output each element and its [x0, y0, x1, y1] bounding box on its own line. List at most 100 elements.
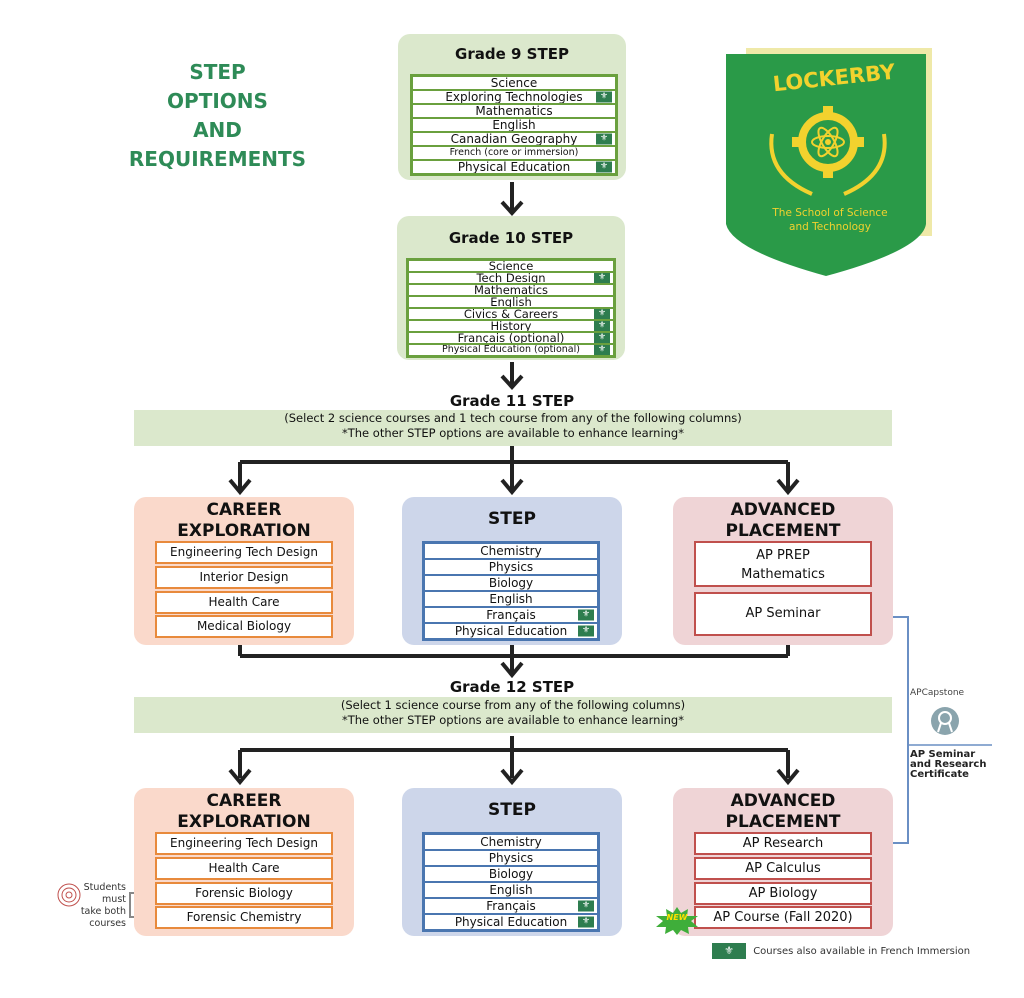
fleur-de-lis-icon: ⚜ — [578, 900, 594, 912]
grade10-course-label: Tech Design — [476, 272, 546, 284]
grade11-step-course-label: Chemistry — [480, 544, 542, 558]
legend-text: Courses also available in French Immersi… — [753, 946, 971, 957]
legend: ⚜ Courses also available in French Immer… — [712, 943, 970, 959]
grade12-step-course-row: Chemistry — [424, 834, 598, 850]
grade11-note-band: (Select 2 science courses and 1 tech cou… — [134, 410, 892, 446]
grade12-step-course-row: Français ⚜ — [424, 898, 598, 914]
grade12-ap-item: AP Biology — [694, 882, 872, 905]
grade11-step-course-label: English — [489, 592, 533, 606]
grade12-career-item: Forensic Biology — [155, 882, 333, 905]
grade9-course-row: Canadian Geography ⚜ — [412, 132, 616, 146]
grade12-step-course-row: Biology — [424, 866, 598, 882]
grade9-course-row: Mathematics — [412, 104, 616, 118]
grade12-career-item: Health Care — [155, 857, 333, 880]
grade12-step-course-label: Chemistry — [480, 835, 542, 849]
grade10-course-row: Tech Design ⚜ — [408, 272, 614, 284]
fleur-de-lis-icon: ⚜ — [578, 625, 594, 637]
grade11-step-course-label: Physics — [488, 560, 534, 574]
grade10-course-label: Science — [488, 260, 534, 272]
grade12-step-course-label: Physics — [488, 851, 534, 865]
grade12-title: Grade 12 STEP — [449, 678, 575, 696]
grade10-course-label: Physical Education (optional) — [442, 344, 580, 355]
fleur-de-lis-icon: ⚜ — [712, 943, 746, 959]
grade12-step-course-label: Physical Education — [454, 915, 568, 929]
grade9-course-row: French (core or immersion) — [412, 146, 616, 160]
grade10-course-row: Civics & Careers⚜ — [408, 308, 614, 320]
grade11-career-item: Health Care — [155, 591, 333, 614]
grade12-note-1: (Select 1 science course from any of the… — [340, 698, 686, 712]
grade10-course-row: Physical Education (optional)⚜ — [408, 344, 614, 356]
grade11-ap-heading: ADVANCED PLACEMENT — [725, 500, 841, 541]
grade11-step-course-row: English — [424, 591, 598, 607]
grade9-course-label: Science — [490, 76, 538, 90]
grade11-step-course-row: Chemistry — [424, 543, 598, 559]
grade11-step-course-row: Physics — [424, 559, 598, 575]
grade11-career-item: Medical Biology — [155, 615, 333, 638]
grade12-career-item: Forensic Chemistry — [155, 906, 333, 929]
grade11-step-course-row: Physical Education ⚜ — [424, 623, 598, 639]
grade10-course-row: History⚜ — [408, 320, 614, 332]
grade12-step-course-row: Physics — [424, 850, 598, 866]
capstone-brand: APCapstone — [910, 688, 965, 698]
grade10-course-row: Français (optional)⚜ — [408, 332, 614, 344]
grade12-ap-item: AP Calculus — [694, 857, 872, 880]
grade9-course-row: Science — [412, 76, 616, 90]
capstone-medal-icon — [931, 707, 959, 735]
grade9-course-label: Physical Education — [457, 160, 571, 174]
grade11-career-item: Interior Design — [155, 566, 333, 589]
grade11-career-item: Engineering Tech Design — [155, 541, 333, 564]
grade12-step-course-row: English — [424, 882, 598, 898]
grade12-ap-item: AP Course (Fall 2020) — [694, 906, 872, 929]
grade12-step-course-label: English — [489, 883, 533, 897]
grade9-course-label: Exploring Technologies — [445, 90, 583, 104]
grade11-note-1: (Select 2 science courses and 1 tech cou… — [284, 411, 742, 425]
fleur-de-lis-icon: ⚜ — [596, 161, 612, 173]
grade10-course-label: Civics & Careers — [463, 308, 559, 320]
fingerprint-icon — [57, 883, 81, 907]
grade10-course-row: Science — [408, 260, 614, 272]
grade10-course-label: English — [490, 296, 532, 308]
grade10-course-label: Français (optional) — [457, 332, 565, 344]
grade9-course-label: Canadian Geography — [450, 132, 578, 146]
grade10-course-label: History — [490, 320, 532, 332]
forensic-note: Students must take both courses — [80, 882, 126, 929]
grade9-course-row: English — [412, 118, 616, 132]
grade11-step-course-row: Biology — [424, 575, 598, 591]
fleur-de-lis-icon: ⚜ — [596, 91, 612, 103]
grade11-career-heading: CAREER EXPLORATION — [177, 500, 311, 541]
ap-seminar: AP Seminar — [694, 592, 872, 636]
grade12-step-heading: STEP — [488, 800, 536, 820]
grade9-course-row: Physical Education ⚜ — [412, 160, 616, 174]
grade12-career-item: Engineering Tech Design — [155, 832, 333, 855]
grade11-title: Grade 11 STEP — [449, 392, 575, 410]
grade10-course-row: Mathematics — [408, 284, 614, 296]
grade10-title: Grade 10 STEP — [448, 229, 574, 247]
grade11-step-course-label: Physical Education — [454, 624, 568, 638]
grade11-step-heading: STEP — [488, 509, 536, 529]
grade9-course-label: English — [492, 118, 536, 132]
grade12-career-heading: CAREER EXPLORATION — [177, 791, 311, 832]
grade9-course-label: Mathematics — [475, 104, 553, 118]
grade12-ap-heading: ADVANCED PLACEMENT — [725, 791, 841, 832]
new-badge-icon — [656, 907, 698, 935]
grade11-step-course-row: Français⚜ — [424, 607, 598, 623]
capstone-certificate: AP Seminar and Research Certificate — [910, 749, 987, 780]
fleur-de-lis-icon: ⚜ — [578, 916, 594, 928]
grade9-course-label: French (core or immersion) — [449, 147, 579, 158]
grade9-course-row: Exploring Technologies ⚜ — [412, 90, 616, 104]
grade11-note-2: *The other STEP options are available to… — [341, 426, 684, 440]
ap-prep-mathematics: AP PREP Mathematics — [694, 541, 872, 587]
grade12-step-course-label: Français — [486, 899, 536, 913]
fleur-de-lis-icon: ⚜ — [596, 133, 612, 145]
grade10-course-row: English — [408, 296, 614, 308]
grade10-course-label: Mathematics — [473, 284, 549, 296]
logo-tagline: The School of Science and Technology — [772, 207, 888, 233]
grade9-title: Grade 9 STEP — [455, 45, 569, 63]
fleur-de-lis-icon: ⚜ — [594, 273, 610, 283]
